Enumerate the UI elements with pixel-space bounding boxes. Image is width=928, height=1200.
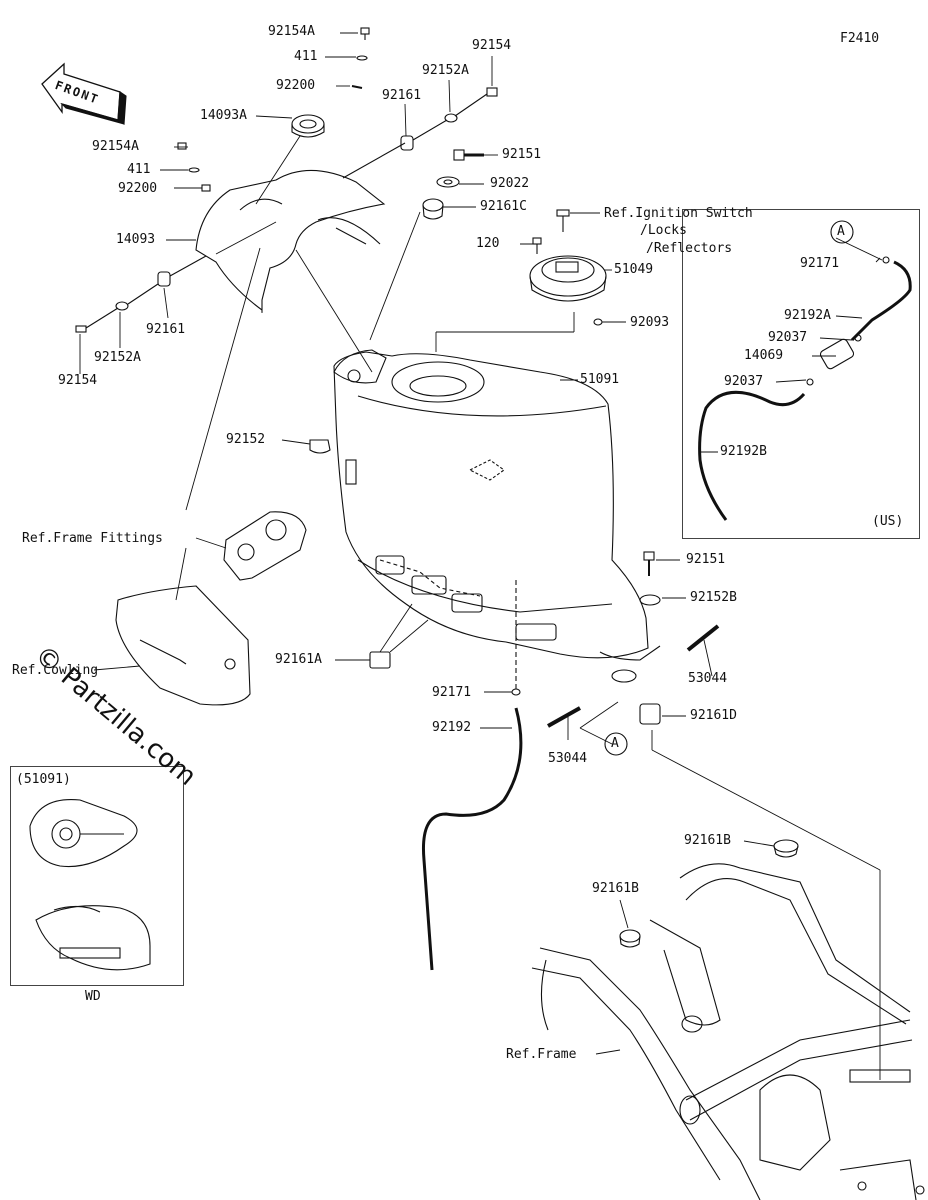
fuel-tank-51091: [333, 349, 661, 683]
label-us-92037-top: 92037: [768, 330, 808, 345]
leader-lines: [79, 32, 883, 1080]
frame-fitting-bracket: [223, 511, 307, 581]
label-ref-cowling: Ref.Cowling: [12, 663, 99, 678]
label-us-92192a: 92192A: [784, 308, 831, 323]
inset-wd-box: [10, 766, 184, 986]
label-51049: 51049: [614, 262, 654, 277]
label-92151-top: 92151: [502, 147, 542, 162]
grommet-92161b-right: [773, 839, 799, 858]
label-53044-left: 53044: [548, 751, 588, 766]
label-92152a-top: 92152A: [422, 63, 469, 78]
label-us-92192b: 92192B: [720, 444, 767, 459]
label-92154a-top: 92154A: [268, 24, 315, 39]
callout-a-main: A: [611, 736, 619, 751]
label-ref-ignition-switch: Ref.Ignition Switch: [604, 206, 753, 221]
rod-53044-right: [686, 624, 720, 652]
screw-ignition-switch: [556, 209, 570, 232]
cowling-part: [115, 585, 251, 706]
label-us-14069: 14069: [744, 348, 784, 363]
label-92151-right: 92151: [686, 552, 726, 567]
figure-code: F2410: [840, 31, 880, 46]
callout-a-us-circle: [830, 220, 854, 244]
label-92161b-left: 92161B: [592, 881, 639, 896]
washer-92152b: [639, 594, 661, 606]
label-92022: 92022: [490, 176, 530, 191]
label-92154-left: 92154: [58, 373, 98, 388]
label-wd-ref: (51091): [16, 772, 71, 787]
label-92161-top: 92161: [382, 88, 422, 103]
rivet-411-top: [356, 55, 368, 61]
label-14093a: 14093A: [200, 108, 247, 123]
callout-a-main-circle: [604, 732, 628, 756]
label-ref-reflectors: /Reflectors: [646, 241, 733, 256]
screw-120: [532, 237, 542, 254]
label-92161b-right: 92161B: [684, 833, 731, 848]
bushing-92152: [309, 439, 331, 454]
screw-92154a-top: [360, 27, 370, 40]
label-120: 120: [476, 236, 500, 251]
screw-92154a-left: [177, 142, 187, 150]
grommet-14093a: [291, 114, 325, 138]
motorcycle-frame: [531, 863, 925, 1200]
rod-53044-left: [547, 706, 581, 728]
label-92171-main: 92171: [432, 685, 472, 700]
label-us-92037-bottom: 92037: [724, 374, 764, 389]
hose-92192: [421, 580, 523, 971]
us-hose-assembly: [698, 256, 912, 521]
grommet-92161b-left: [619, 929, 641, 948]
label-53044-right: 53044: [688, 671, 728, 686]
bolt-92151-top: [453, 149, 484, 161]
grommet-92161c: [422, 198, 444, 220]
bolt-92151-right: [643, 551, 655, 576]
label-14093: 14093: [116, 232, 156, 247]
label-us-92171: 92171: [800, 256, 840, 271]
label-92161a: 92161A: [275, 652, 322, 667]
label-92154a-left: 92154A: [92, 139, 139, 154]
label-92161c: 92161C: [480, 199, 527, 214]
label-411-top: 411: [294, 49, 318, 64]
rivet-411-left: [188, 167, 200, 173]
pin-92200-left: [201, 184, 211, 192]
label-92152a-left: 92152A: [94, 350, 141, 365]
bolt-chain-left: [75, 255, 207, 333]
damper-92161d: [639, 703, 661, 725]
label-ref-frame: Ref.Frame: [506, 1047, 577, 1062]
label-wd-caption: WD: [85, 989, 101, 1004]
damper-92161a: [369, 651, 391, 669]
label-ref-frame-fittings: Ref.Frame Fittings: [22, 531, 163, 546]
front-arrow-icon: [41, 62, 127, 125]
callout-a-us: A: [837, 224, 845, 239]
label-92192: 92192: [432, 720, 472, 735]
pin-92200-top: [351, 85, 363, 89]
label-92154-top: 92154: [472, 38, 512, 53]
label-51091: 51091: [580, 372, 620, 387]
oring-92093: [593, 318, 603, 326]
label-92093: 92093: [630, 315, 670, 330]
label-92161d: 92161D: [690, 708, 737, 723]
inset-us-box: [682, 209, 920, 539]
label-411-left: 411: [127, 162, 151, 177]
label-ref-locks: /Locks: [640, 223, 687, 238]
washer-92022: [436, 176, 460, 188]
label-92161-left: 92161: [146, 322, 186, 337]
fuel-cap-51049: [529, 255, 607, 302]
label-92200-top: 92200: [276, 78, 316, 93]
bolt-chain-top: [342, 87, 498, 179]
tank-cover-14093: [195, 169, 386, 313]
label-92152: 92152: [226, 432, 266, 447]
wd-inset-tank-views: [29, 798, 151, 971]
label-92200-left: 92200: [118, 181, 158, 196]
label-92152b: 92152B: [690, 590, 737, 605]
label-us-caption: (US): [872, 514, 904, 529]
